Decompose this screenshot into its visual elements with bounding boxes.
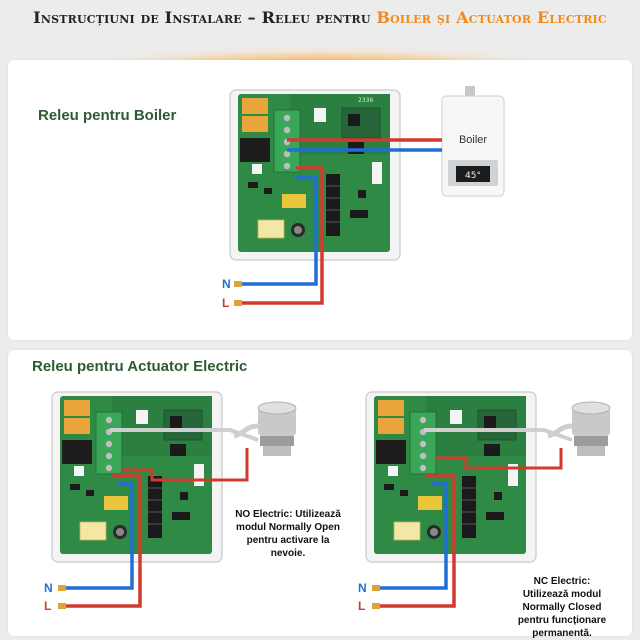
live-label-no: L bbox=[44, 599, 52, 613]
no-wires bbox=[58, 428, 259, 609]
neutral-label-no: N bbox=[44, 581, 53, 595]
neutral-label-boiler: N bbox=[222, 277, 231, 291]
nc-electric-note: NC Electric: Utilizează modul Normally C… bbox=[517, 576, 607, 639]
page-title: Instrucțiuni de Instalare – Releu pentru… bbox=[33, 8, 607, 27]
boiler-label: Boiler bbox=[459, 134, 487, 146]
live-label-boiler: L bbox=[222, 296, 230, 310]
no-electric-note: NO Electric: Utilizează modul Normally O… bbox=[235, 509, 341, 559]
live-label-nc: L bbox=[358, 599, 366, 613]
no-actuator bbox=[234, 402, 296, 456]
neutral-label-nc: N bbox=[358, 581, 367, 595]
board-code-label: 2336 bbox=[358, 97, 373, 104]
nc-actuator bbox=[548, 402, 610, 456]
actuator-section-title: Releu pentru Actuator Electric bbox=[32, 358, 248, 375]
boiler-display-readout: 45° bbox=[465, 171, 481, 181]
nc-wires bbox=[372, 428, 573, 609]
boiler-section-title: Releu pentru Boiler bbox=[38, 107, 177, 124]
boiler-appliance bbox=[441, 86, 505, 197]
boiler-wires bbox=[234, 138, 442, 306]
